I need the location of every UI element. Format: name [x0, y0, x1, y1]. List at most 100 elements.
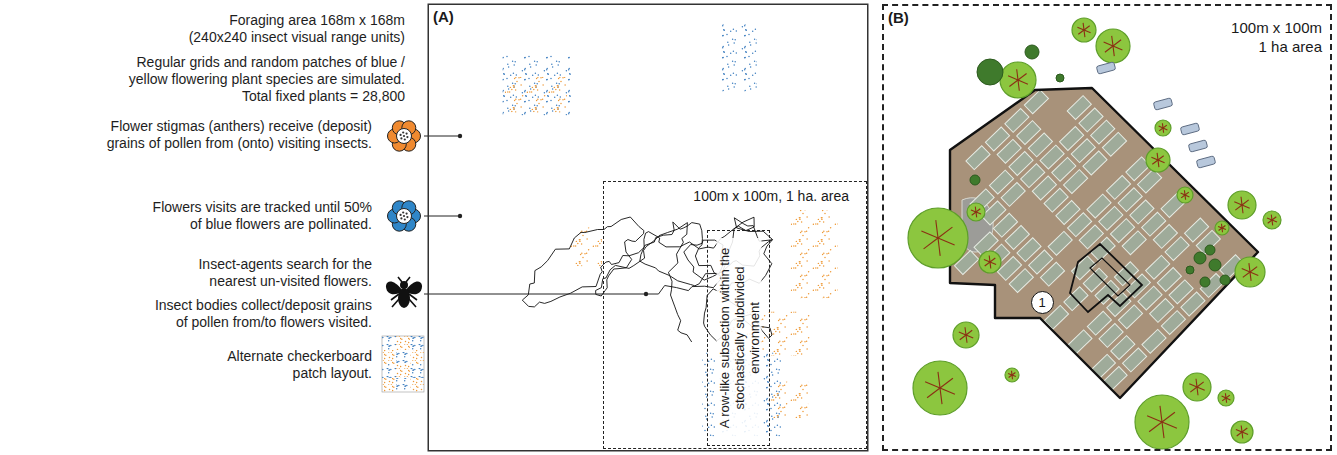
swatch-cell — [382, 364, 396, 378]
car — [1196, 156, 1215, 168]
garden-bed — [1064, 170, 1088, 194]
shrub — [1200, 277, 1210, 287]
garden-bed — [1196, 230, 1220, 254]
tree-branch — [925, 382, 940, 388]
tree-branch — [1008, 76, 1018, 80]
tree-branch — [1113, 46, 1114, 56]
garden-bed — [966, 146, 990, 170]
tree-branch — [1113, 40, 1121, 46]
tree-branch — [1185, 192, 1189, 195]
garden-bed — [1165, 237, 1189, 261]
garden-map — [908, 18, 1281, 449]
tree-canopy — [1231, 421, 1253, 443]
tree-branch — [1250, 272, 1251, 281]
tree-branch — [1158, 160, 1165, 163]
checker-swatch — [382, 336, 424, 392]
tree-branch — [1084, 30, 1091, 33]
tree-branch — [1234, 202, 1242, 205]
orange-flower-icon — [388, 121, 421, 151]
leader-dot — [458, 134, 462, 138]
annotation-text: Regular grids and random patches of blue… — [137, 54, 406, 71]
annotation-text: Insect bodies collect/deposit grains — [155, 297, 372, 314]
leader-line — [424, 216, 458, 217]
car — [1096, 62, 1115, 74]
tree-branch — [966, 330, 972, 335]
car — [1153, 98, 1172, 110]
annotation-text: nearest un-visited flowers. — [209, 273, 372, 290]
garden-bed — [1103, 367, 1127, 391]
tree-canopy — [1146, 148, 1170, 172]
tree-branch — [1222, 226, 1225, 229]
shrub — [977, 59, 1003, 85]
pollen-grain — [400, 217, 402, 219]
garden-bed — [1122, 231, 1146, 255]
swatch-cell — [382, 336, 396, 350]
pollen-grain — [406, 133, 408, 135]
garden-bed — [1123, 348, 1147, 372]
tree-branch — [1159, 128, 1163, 131]
tree-branch — [1242, 432, 1248, 435]
tree-branch — [1237, 432, 1242, 436]
annotation-text: patch layout. — [293, 365, 372, 382]
annotation-text: of blue flowers are pollinated. — [190, 216, 372, 233]
tree-branch — [990, 262, 996, 265]
tree-canopy — [1235, 257, 1265, 287]
car — [1188, 140, 1207, 152]
tree-branch — [1151, 157, 1158, 160]
pollen-grain — [403, 135, 405, 137]
tree-branch — [976, 209, 980, 212]
pollen-grain — [402, 131, 404, 133]
shrub — [1220, 275, 1230, 285]
shrub — [1205, 245, 1215, 255]
tree-branch — [938, 227, 952, 238]
tree-branch — [1190, 387, 1197, 392]
plant-patch — [791, 210, 838, 298]
tree-branch — [1242, 205, 1250, 208]
patch-clear — [571, 227, 602, 266]
tree-branch — [1147, 416, 1162, 422]
tree-canopy — [979, 251, 1001, 273]
annotation-text: of pollen from/to flowers visited. — [176, 314, 372, 331]
tree-branch — [1222, 398, 1226, 401]
tree-canopy — [953, 322, 979, 348]
panel-letter: (B) — [888, 9, 909, 26]
tree-branch — [938, 238, 955, 245]
swatch-cell — [410, 364, 424, 378]
insect-body — [398, 288, 410, 308]
tree-branch — [1196, 379, 1197, 387]
panel-ground — [428, 4, 868, 451]
pollen-grain — [406, 213, 408, 215]
tree-branch — [1241, 197, 1242, 205]
tree-canopy — [1215, 221, 1229, 235]
garden-bed — [1048, 231, 1072, 255]
tree-branch — [989, 256, 991, 263]
garden-bed — [1040, 262, 1064, 286]
tree-branch — [1158, 156, 1164, 160]
tree-branch — [1017, 69, 1018, 80]
tree-canopy — [908, 208, 968, 268]
area-label: 100m x 100m 1 ha area — [1224, 18, 1322, 56]
tree-branch — [966, 335, 973, 338]
tree-branch — [985, 262, 990, 266]
car — [1180, 123, 1199, 135]
tree-branch — [972, 212, 976, 215]
callout-number: 1 — [1032, 292, 1053, 313]
annotation-text: (240x240 insect visual range units) — [189, 29, 405, 46]
panel-b: (B) 100m x 100m 1 ha area 1 — [882, 4, 1332, 451]
swatch-cell — [410, 336, 424, 350]
tree-branch — [1181, 195, 1185, 198]
tree-branch — [1242, 205, 1243, 213]
tree-branch — [940, 378, 953, 388]
tree-branch — [1078, 30, 1084, 34]
tree-canopy — [1005, 368, 1019, 382]
patch-clear — [791, 210, 838, 298]
tree-canopy — [1177, 187, 1193, 203]
tree-branch — [1197, 382, 1204, 387]
tree-branch — [1077, 27, 1084, 30]
flower-center — [397, 209, 412, 224]
panel-a: (A)100m x 100m, 1 ha. areaA row-like sub… — [428, 4, 868, 451]
plant-patch — [503, 55, 571, 116]
leader-line — [424, 136, 458, 137]
tree-canopy — [1096, 29, 1130, 63]
